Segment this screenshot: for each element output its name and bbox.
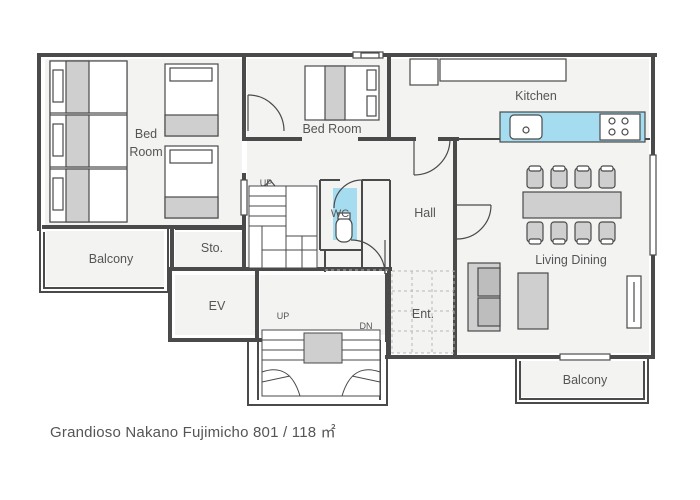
living-furniture [467,262,642,332]
label-hall: Hall [414,206,436,220]
label-stairs-up-outer: UP [277,311,290,321]
bedroom-top-furniture [304,52,380,121]
caption-separator: / [283,424,288,441]
plan-caption: Grandioso Nakano Fujimicho 801 / 118 ㎡ [50,421,336,442]
caption-building: Grandioso Nakano Fujimicho [50,424,249,441]
walls [37,53,657,359]
label-stairs-down: DN [360,321,373,331]
label-kitchen: Kitchen [515,89,557,103]
label-entrance: Ent. [412,307,434,321]
caption-area-unit: ㎡ [320,424,336,441]
dining-set [522,165,622,245]
label-wc: WC [331,208,349,220]
kitchen-furniture [409,58,646,143]
label-stairs-up-inner: UP [260,178,273,188]
caption-unit: 801 [253,424,279,441]
label-bed-room-top: Bed Room [302,122,361,136]
inner-stairs [248,179,318,269]
bedroom-left-furniture [49,60,219,223]
label-bed-room-left-2: Room [129,145,162,159]
label-balcony-left: Balcony [89,252,134,266]
doors [247,94,492,275]
room-labels: Bed Room Bed Room Kitchen Hall WC Sto. B… [89,89,608,387]
wc-fixtures [333,188,357,243]
entrance-floor [325,269,455,354]
stairwell-lower [261,329,381,397]
caption-area: 118 [291,424,317,441]
label-storage: Sto. [201,241,223,255]
label-living-dining: Living Dining [535,253,607,267]
label-elevator: EV [209,299,226,313]
label-bed-room-left-1: Bed [135,127,157,141]
label-balcony-right: Balcony [563,373,608,387]
